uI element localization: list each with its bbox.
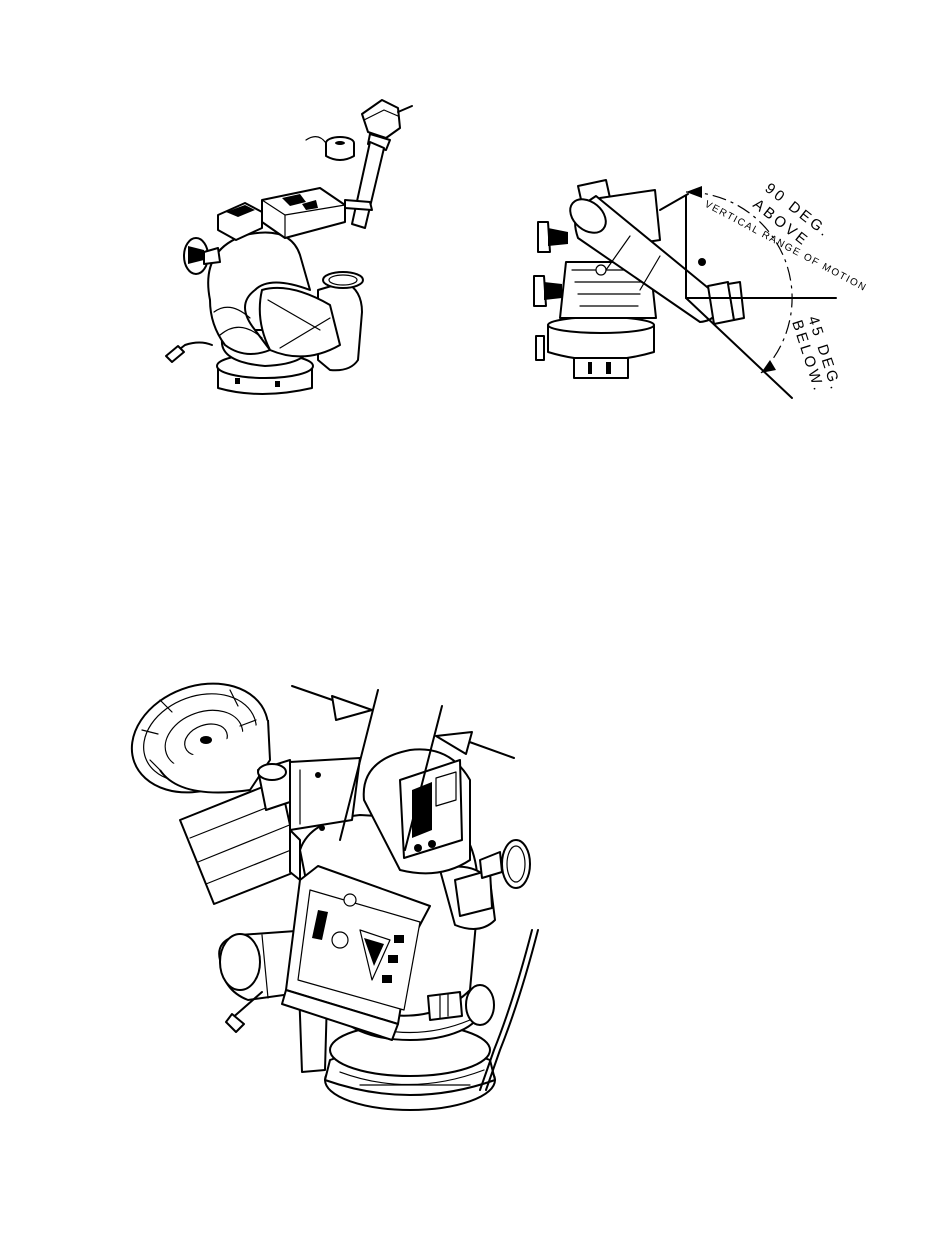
handwheel-lower [534,276,562,306]
arrow-right [464,740,514,758]
valve-cap [306,137,354,160]
handwheel-upper [538,222,568,252]
drain-valve [345,100,412,228]
monitor-top-left-view [166,100,412,394]
monitor-nozzle-view [116,665,538,1110]
fog-nozzle [116,665,300,904]
label-vertical-range: VERTICAL RANGE OF MOTION [703,199,869,294]
control-box [262,188,345,238]
monitor-side-view: 90 DEG. ABOVE VERTICAL RANGE OF MOTION 4… [534,180,869,398]
